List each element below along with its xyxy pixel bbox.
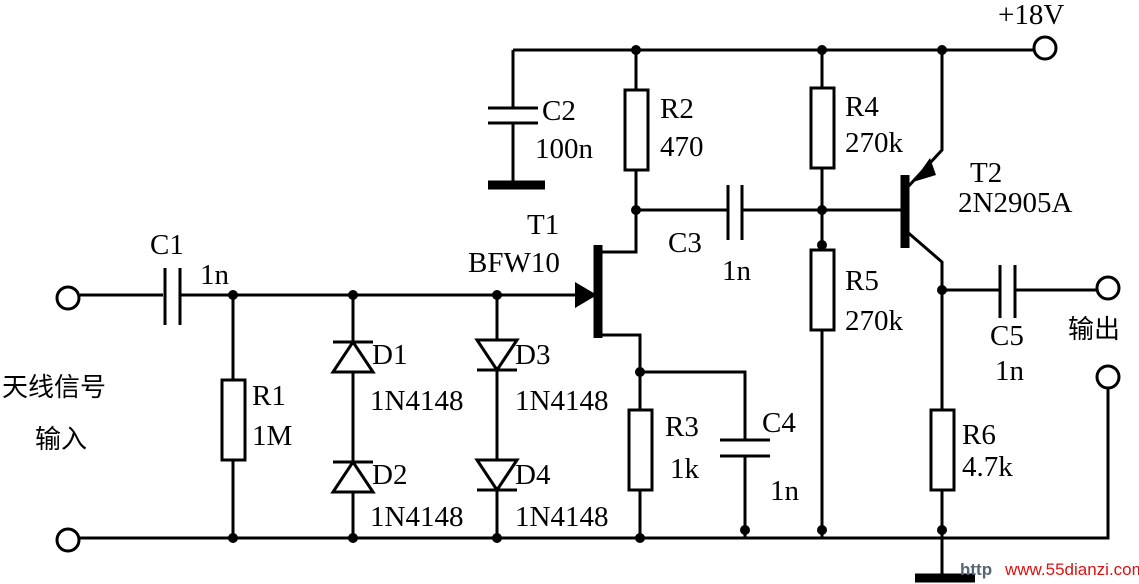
t1-value: BFW10: [468, 247, 560, 279]
transistor-t2: [900, 158, 936, 248]
c1-value: 1n: [200, 259, 230, 291]
input-label-2: 输入: [35, 425, 87, 455]
r1-name: R1: [252, 380, 286, 412]
output-label: 输出: [1068, 315, 1120, 345]
r3-value: 1k: [670, 453, 700, 485]
c3-name: C3: [668, 227, 702, 259]
r6-value: 4.7k: [962, 451, 1013, 483]
c5-name: C5: [990, 320, 1024, 352]
capacitor-c1: [163, 268, 182, 325]
resistor-r6: [929, 408, 956, 492]
r1-value: 1M: [252, 420, 292, 452]
capacitor-c2: [488, 106, 538, 125]
d1-name: D1: [372, 339, 407, 371]
r2-name: R2: [660, 93, 694, 125]
d3-value: 1N4148: [515, 385, 608, 417]
r5-name: R5: [845, 265, 879, 297]
d2-name: D2: [372, 459, 407, 491]
input-terminal-bottom: [55, 527, 81, 553]
diode-d4: [474, 458, 520, 493]
junction-dots: [228, 45, 947, 543]
resistor-r4: [809, 86, 836, 170]
d3-name: D3: [515, 339, 550, 371]
diode-d3: [474, 338, 520, 373]
input-terminal-top: [55, 285, 81, 311]
transistor-t1: [575, 245, 603, 338]
c4-name: C4: [762, 407, 796, 439]
d4-name: D4: [515, 459, 551, 491]
c2-value: 100n: [535, 133, 594, 165]
d2-value: 1N4148: [370, 501, 463, 533]
resistor-r3: [627, 408, 654, 492]
r2-value: 470: [660, 131, 704, 163]
diode-d2: [330, 459, 376, 494]
resistor-r2: [623, 88, 650, 172]
wires: [80, 48, 1110, 578]
r6-name: R6: [962, 419, 996, 451]
r5-value: 270k: [845, 305, 904, 337]
watermark-site: www.55dianzi.com: [1004, 560, 1139, 579]
c4-value: 1n: [770, 475, 800, 507]
t2-name: T2: [970, 157, 1002, 189]
capacitor-c5: [998, 265, 1017, 318]
diode-d1: [330, 339, 376, 374]
watermark-prefix: http: [960, 560, 992, 579]
capacitor-c3: [726, 185, 744, 240]
input-label: 天线信号: [2, 373, 106, 403]
c1-name: C1: [150, 229, 184, 261]
resistor-r5: [809, 248, 836, 332]
output-terminal-bottom: [1095, 364, 1121, 390]
r3-name: R3: [665, 411, 699, 443]
capacitor-c4: [720, 438, 770, 458]
t2-value: 2N2905A: [958, 187, 1072, 219]
resistor-r1: [220, 378, 247, 462]
t1-name: T1: [527, 209, 559, 241]
d1-value: 1N4148: [370, 385, 463, 417]
supply-label: +18V: [998, 0, 1064, 31]
supply-terminal: [1032, 35, 1058, 61]
r4-name: R4: [845, 91, 879, 123]
output-terminal-top: [1095, 275, 1121, 301]
c5-value: 1n: [995, 355, 1025, 387]
r4-value: 270k: [845, 127, 904, 159]
c2-name: C2: [542, 95, 576, 127]
c3-value: 1n: [722, 255, 752, 287]
d4-value: 1N4148: [515, 501, 608, 533]
